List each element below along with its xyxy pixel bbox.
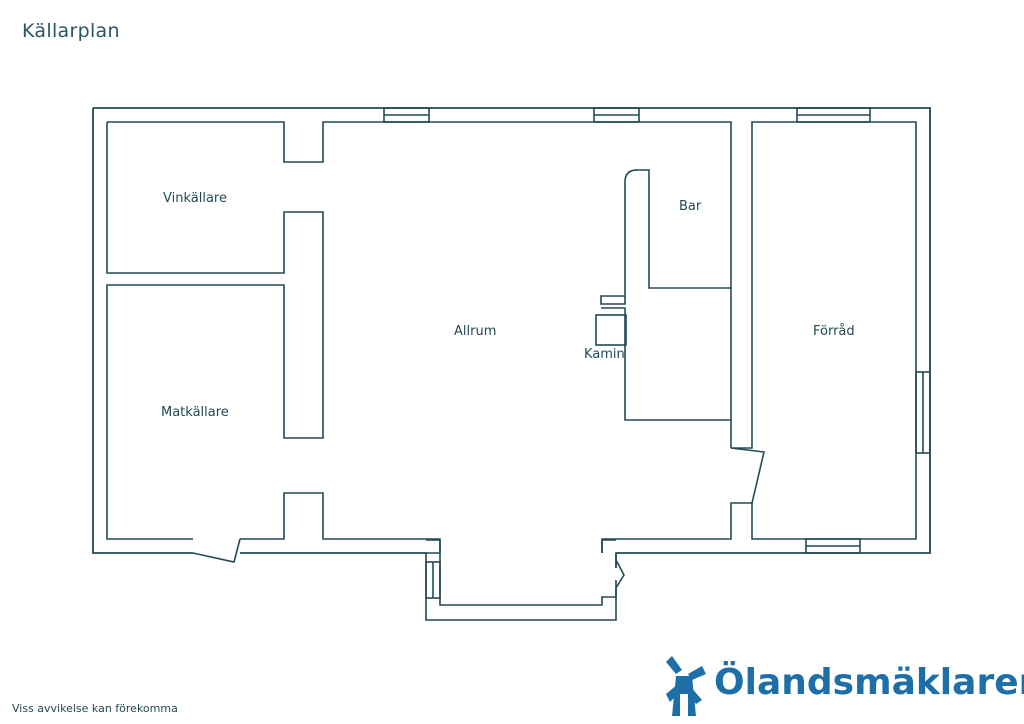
room-label-forrad: Förråd [813, 324, 855, 339]
brand-logo: Ölandsmäklaren [662, 654, 1024, 720]
door-matkallare [192, 538, 241, 563]
room-label-bar: Bar [679, 199, 702, 214]
door-bay [615, 559, 625, 589]
room-label-vinkallare: Vinkällare [163, 191, 227, 206]
kamin [595, 314, 627, 346]
outer-wall-bottom-left [240, 552, 617, 621]
room-label-matkallare: Matkällare [161, 405, 229, 420]
room-label-allrum: Allrum [454, 324, 496, 339]
plan-title: Källarplan [22, 20, 120, 42]
door-forrad [730, 447, 765, 504]
outer-wall-bottom-right [93, 107, 931, 554]
disclaimer-text: Viss avvikelse kan förekomma [12, 702, 178, 715]
brand-name: Ölandsmäklaren [714, 662, 1024, 703]
outer-wall-left [92, 108, 193, 554]
room-label-kamin: Kamin [584, 347, 625, 362]
inner-wall-vinkallare [107, 121, 732, 448]
bar-counter [624, 169, 731, 296]
outer-wall [92, 107, 931, 568]
windmill-icon [666, 656, 706, 716]
